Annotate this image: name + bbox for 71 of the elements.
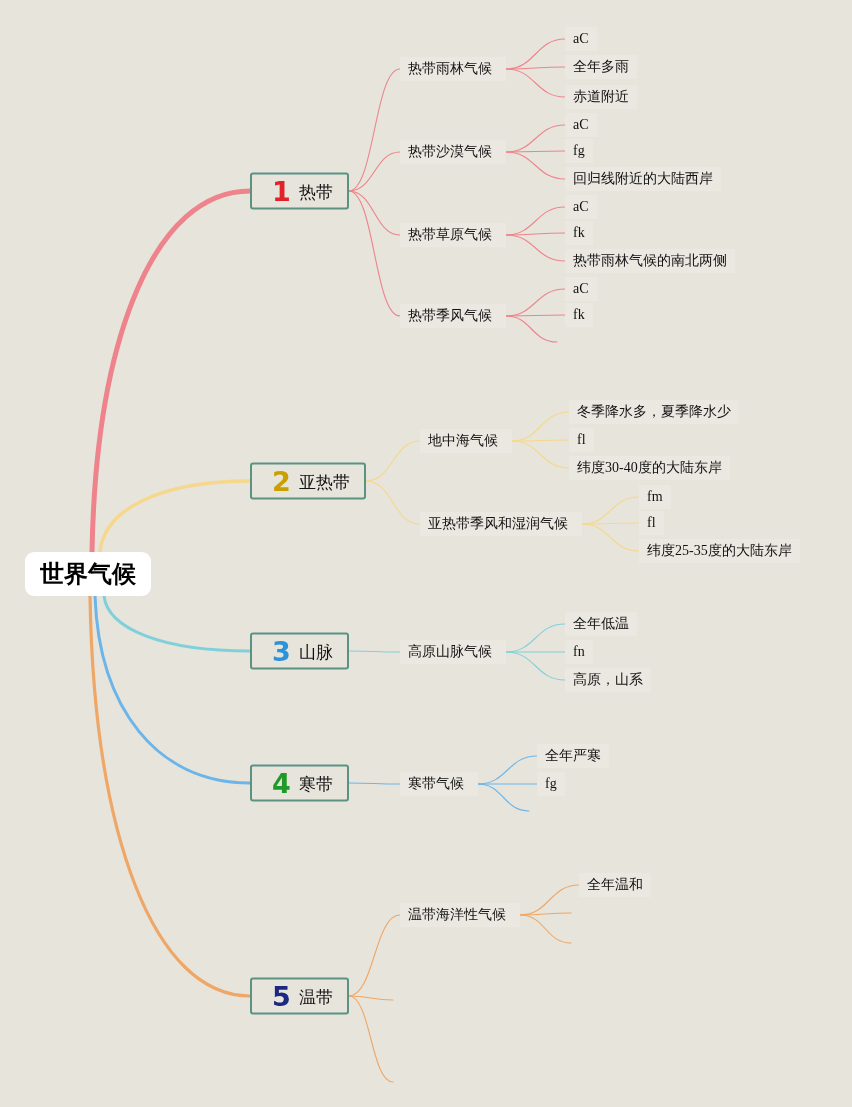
- central-topic-box: 世界气候: [25, 552, 151, 596]
- topic-box: [250, 977, 349, 1015]
- detail-label: fg: [537, 772, 565, 796]
- subtopic-label: 热带草原气候: [400, 223, 506, 247]
- branch-line: [505, 651, 566, 681]
- subtopic-label: 地中海气候: [420, 429, 512, 453]
- detail-label: aC: [565, 27, 597, 51]
- detail-label: 全年低温: [565, 612, 637, 636]
- detail-label: fk: [565, 303, 593, 327]
- topic-box: [250, 462, 366, 500]
- detail-label: 纬度25-35度的大陆东岸: [639, 539, 800, 563]
- topic-number: 5: [272, 981, 291, 1011]
- branch-line: [348, 782, 401, 785]
- detail-label: aC: [565, 113, 597, 137]
- subtopic-label: 温带海洋性气候: [400, 903, 520, 927]
- detail-label: 赤道附近: [565, 85, 637, 109]
- main-branch-line: [98, 479, 252, 554]
- branch-line: [365, 480, 421, 525]
- branch-line: [348, 995, 394, 1083]
- branch-line: [505, 68, 566, 98]
- topic-label: 温带: [298, 985, 333, 1008]
- main-branch-line: [88, 594, 252, 998]
- detail-label: 回归线附近的大陆西岸: [565, 167, 721, 191]
- detail-label: 冬季降水多，夏季降水少: [569, 400, 739, 424]
- branch-line: [365, 440, 421, 482]
- detail-label: fl: [639, 511, 664, 535]
- topic-number: 4: [272, 768, 291, 798]
- subtopic-label: 热带沙漠气候: [400, 140, 506, 164]
- branch-line: [519, 912, 572, 916]
- detail-label: aC: [565, 195, 597, 219]
- detail-label: fk: [565, 221, 593, 245]
- detail-label: fg: [565, 139, 593, 163]
- subtopic-label: 寒带气候: [400, 772, 478, 796]
- branch-line: [348, 190, 401, 317]
- detail-label: fm: [639, 485, 671, 509]
- branch-line: [348, 151, 401, 192]
- branch-line: [505, 151, 566, 180]
- branch-line: [477, 783, 538, 785]
- branch-line: [348, 650, 401, 653]
- topic-number: 2: [272, 466, 291, 496]
- detail-label: fl: [569, 428, 594, 452]
- detail-label: aC: [565, 277, 597, 301]
- topic-number: 3: [272, 636, 291, 666]
- main-branch-line: [102, 594, 252, 653]
- detail-label: 全年多雨: [565, 55, 637, 79]
- branch-line: [581, 523, 640, 552]
- detail-label: 全年严寒: [537, 744, 609, 768]
- topic-box: [250, 764, 349, 802]
- topic-label: 寒带: [298, 772, 333, 795]
- topic-label: 亚热带: [298, 470, 350, 493]
- detail-label: 纬度30-40度的大陆东岸: [569, 456, 730, 480]
- detail-label: 高原，山系: [565, 668, 651, 692]
- subtopic-label: 亚热带季风和湿润气候: [420, 512, 582, 536]
- branch-line: [505, 234, 566, 262]
- topic-number: 1: [272, 176, 291, 206]
- branch-line: [477, 783, 530, 812]
- subtopic-label: 高原山脉气候: [400, 640, 506, 664]
- branch-line: [348, 995, 394, 1001]
- topic-label: 山脉: [298, 640, 333, 663]
- topic-box: [250, 632, 349, 670]
- main-branch-line: [93, 594, 252, 785]
- detail-label: 热带雨林气候的南北两侧: [565, 249, 735, 273]
- detail-label: fn: [565, 640, 593, 664]
- branch-line: [505, 315, 558, 343]
- branch-line: [511, 440, 570, 469]
- subtopic-label: 热带季风气候: [400, 304, 506, 328]
- branch-line: [519, 914, 572, 944]
- detail-label: 全年温和: [579, 873, 651, 897]
- subtopic-label: 热带雨林气候: [400, 57, 506, 81]
- topic-box: [250, 172, 349, 210]
- topic-label: 热带: [298, 180, 333, 203]
